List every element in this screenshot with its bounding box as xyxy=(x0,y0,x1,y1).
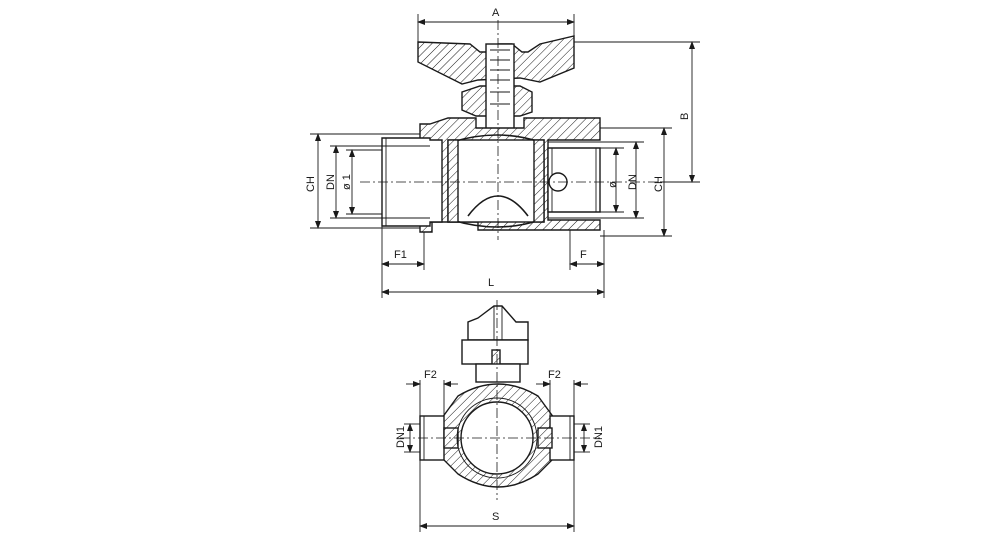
end-view-handle xyxy=(467,305,529,341)
dim-CH-left-label: CH xyxy=(305,176,317,192)
end-view-dimensions: F2 F2 DN1 DN1 S xyxy=(395,369,605,532)
dim-A-label: A xyxy=(492,7,500,19)
ball xyxy=(447,139,545,223)
dim-F2-left-label: F2 xyxy=(424,369,437,381)
dim-F-label: F xyxy=(580,249,587,261)
valve-stem xyxy=(485,43,515,135)
dim-DN-left-label: DN xyxy=(325,174,337,190)
dim-DN1-left-label: DN1 xyxy=(395,426,407,448)
dim-phi1-label: ø 1 xyxy=(341,174,353,190)
side-section-view xyxy=(360,20,660,240)
dim-S-label: S xyxy=(492,511,499,523)
dim-F2-right-label: F2 xyxy=(548,369,561,381)
dim-L-label: L xyxy=(488,277,494,289)
male-threaded-end xyxy=(381,137,443,227)
dim-B-label: B xyxy=(679,113,691,120)
side-view-dimensions: A B CH DN ø 1 ø DN CH xyxy=(305,7,700,298)
dim-CH-right-label: CH xyxy=(653,176,665,192)
left-seat xyxy=(447,139,459,223)
dim-F1-label: F1 xyxy=(394,249,407,261)
right-seat xyxy=(533,139,545,223)
end-view xyxy=(400,300,600,500)
dim-DN1-right-label: DN1 xyxy=(593,426,605,448)
dim-DN-right-label: DN xyxy=(627,174,639,190)
dim-phi-label: ø xyxy=(607,181,619,188)
